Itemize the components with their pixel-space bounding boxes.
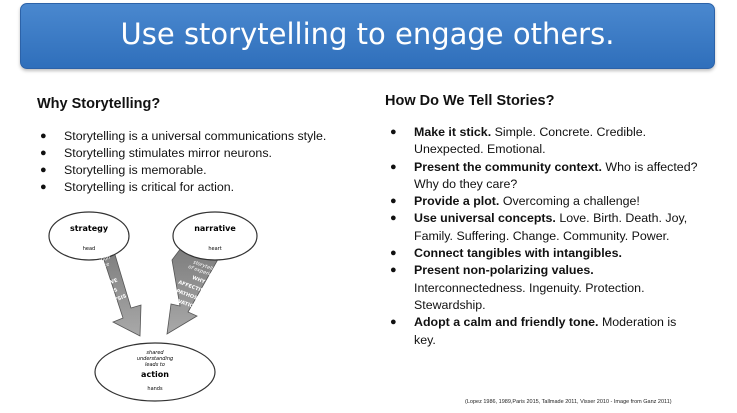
narrative-label: narrative (194, 224, 236, 233)
slide-title: Use storytelling to engage others. (120, 17, 615, 51)
hands-label: hands (147, 386, 163, 392)
understanding-text: understanding (137, 356, 173, 362)
how-tell-stories-list: ●Make it stick. Simple. Concrete. Credib… (388, 124, 698, 349)
how-tell-stories-heading: How Do We Tell Stories? (385, 93, 555, 109)
narrative-ellipse (172, 211, 258, 261)
bullet-lead: Present non-polarizing values. (414, 263, 594, 278)
bullet-icon: ● (390, 126, 397, 138)
strategy-label: strategy (70, 224, 109, 233)
bullet-icon: ● (390, 195, 397, 208)
left-arrow (70, 247, 142, 337)
action-label: action (141, 370, 169, 379)
bullet-lead: Present the community context. (414, 159, 602, 174)
citation-footnote: (Lopez 1986, 1989,Paris 2015, Tallmade 2… (465, 399, 672, 405)
bullet-icon: ● (40, 147, 47, 159)
list-item: ●Storytelling stimulates mirror neurons. (40, 146, 272, 160)
list-item: ●Use universal concepts. Love. Birth. De… (390, 211, 688, 243)
arrow-text: WHY (191, 275, 206, 285)
bullet-icon: ● (390, 247, 397, 260)
arrow-text: HOW (91, 273, 107, 284)
bullet-icon: ● (40, 130, 47, 142)
head-label: head (83, 246, 95, 252)
bullet-lead: Make it stick. (414, 125, 492, 139)
list-item: ●Present the community context. Who is a… (390, 159, 698, 191)
list-item: ● Connect tangibles with intangibles. (388, 245, 698, 262)
storytelling-diagram: strategy head narrative heart critical r… (48, 211, 258, 402)
bullet-icon: ● (390, 264, 397, 277)
right-arrow (166, 247, 222, 335)
bullet-icon: ● (390, 212, 397, 225)
heart-label: heart (208, 246, 221, 252)
list-item: ●Make it stick. Simple. Concrete. Credib… (390, 125, 647, 157)
why-storytelling-list: ●Storytelling is a universal communicati… (38, 128, 368, 196)
bullet-lead: Adopt a calm and friendly tone. (414, 315, 599, 330)
list-item: ●Provide a plot. Overcoming a challenge! (388, 193, 698, 210)
list-item: ●Adopt a calm and friendly tone. Moderat… (390, 315, 677, 347)
bullet-lead: Use universal concepts. (414, 211, 556, 226)
list-item: ●Storytelling is memorable. (40, 163, 207, 177)
bullet-lead: Connect tangibles with intangibles. (414, 246, 622, 261)
bullet-lead: Provide a plot. (414, 194, 500, 209)
list-item: ●Storytelling is critical for action. (40, 180, 235, 194)
list-item: ●Present non-polarizing values. Intercon… (390, 263, 645, 312)
leads-to-text: leads to (145, 362, 165, 368)
bullet-icon: ● (40, 181, 47, 193)
strategy-ellipse (48, 211, 130, 261)
bullet-icon: ● (390, 160, 397, 173)
shared-text: shared (146, 350, 164, 356)
action-ellipse (94, 342, 216, 402)
bullet-icon: ● (390, 316, 397, 329)
bullet-icon: ● (40, 164, 47, 176)
why-storytelling-heading: Why Storytelling? (37, 96, 161, 112)
list-item: ●Storytelling is a universal communicati… (40, 129, 327, 143)
title-banner: Use storytelling to engage others. (20, 3, 715, 69)
